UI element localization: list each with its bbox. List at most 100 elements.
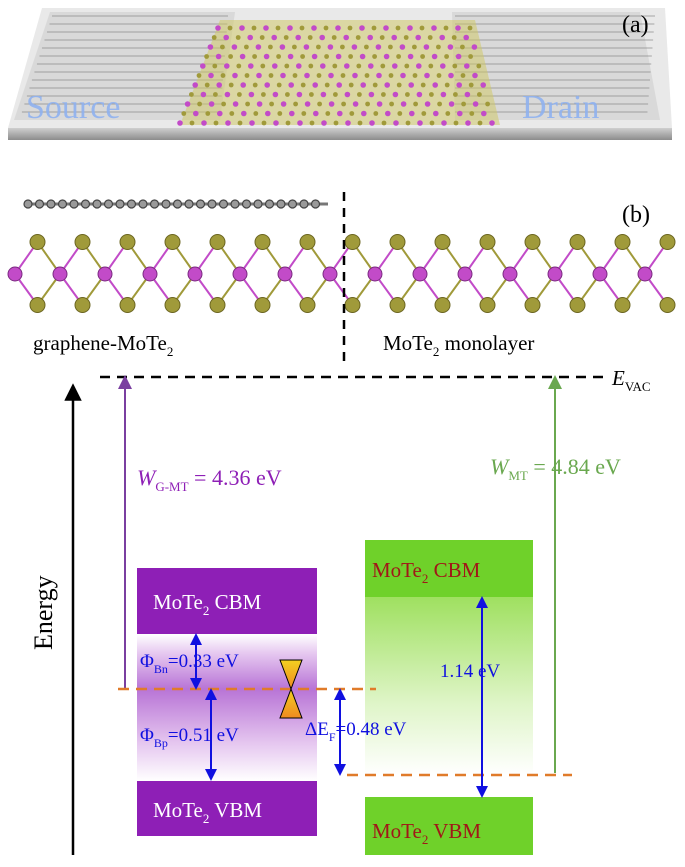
te-atom [381,120,387,126]
mo-atom [457,266,473,282]
work-function-right-label: WMT = 4.84 eV [490,454,621,483]
te-atom [569,234,586,250]
mo-atom [399,44,406,50]
te-atom [569,297,586,313]
te-atom [365,101,370,107]
mo-atom [247,34,253,41]
mo-atom [7,266,23,282]
mo-atom [457,110,463,117]
te-atom [437,101,442,107]
te-atom [299,234,316,250]
carbon-atom [46,199,56,209]
te-atom [252,82,258,88]
mo-atom [248,91,255,98]
mo-atom [335,25,341,31]
te-atom [405,120,411,126]
te-atom [293,101,298,107]
te-atom [236,63,242,69]
te-atom [237,92,242,97]
mo-atom [336,82,343,88]
mo-atom [304,72,310,79]
mo-atom [224,91,231,98]
te-atom [211,35,217,40]
te-atom [659,234,676,250]
te-atom [436,44,441,50]
right-gap-gradient [365,597,533,775]
te-atom [284,63,290,69]
te-atom [340,73,346,78]
te-atom [443,25,449,31]
mo-atom [637,266,653,282]
te-atom [427,35,433,40]
mo-atom [383,53,390,60]
carbon-atom [264,199,275,209]
mo-atom [463,34,470,41]
te-atom [404,63,410,69]
mo-atom [345,120,351,126]
carbon-atom [310,199,321,209]
mo-atom [52,266,68,282]
te-atom [428,63,434,69]
te-atom [420,54,425,59]
te-atom [235,35,241,40]
mo-atom [231,44,238,50]
te-atom [445,111,451,116]
mo-atom [391,34,398,41]
te-atom [389,297,406,313]
mo-atom [367,266,383,282]
mo-atom [240,82,246,88]
te-atom [349,111,355,116]
te-atom [364,44,369,50]
carbon-atom [34,199,45,209]
mo-atom [408,82,415,88]
te-atom [317,101,322,107]
mo-atom [208,72,214,79]
mo-atom [232,101,239,107]
te-atom [355,35,361,40]
graphene-chain [23,199,328,209]
te-atom [300,82,306,88]
te-atom [468,54,473,59]
te-atom [477,120,483,126]
carbon-atom [69,199,79,209]
te-atom [299,297,316,313]
te-atom [524,297,541,313]
mo-atom [328,72,334,79]
panel-a: Source Drain (a) [8,8,672,140]
mo-atom [277,266,293,282]
te-atom [276,82,282,88]
mo-atom [232,72,238,79]
mo-atom [320,91,327,98]
mo-atom [297,120,303,126]
te-atom [412,44,417,50]
mo-atom [287,25,293,31]
mo-atom [489,120,495,126]
te-atom [301,111,307,116]
carbon-atom [23,199,33,209]
te-atom [659,297,676,313]
te-atom [479,297,496,313]
te-atom [479,234,496,250]
mo-atom [207,44,214,50]
te-atom [299,25,305,31]
carbon-atom [230,199,240,209]
te-atom [333,92,338,97]
mo-atom [271,34,278,41]
carbon-atom [126,199,137,209]
te-atom [260,63,266,69]
carbon-atom [195,199,206,209]
te-atom [444,54,449,59]
mo-atom [360,82,367,88]
te-atom [244,73,250,78]
te-atom [29,297,46,313]
panel-a-label: (a) [622,12,649,38]
te-atom [396,54,401,59]
mo-atom [424,72,430,79]
mo-atom [255,44,262,50]
te-atom [468,82,474,88]
mote2-lattice [7,234,676,313]
mo-atom [455,53,462,60]
te-atom [212,63,218,69]
te-atom [285,92,290,97]
